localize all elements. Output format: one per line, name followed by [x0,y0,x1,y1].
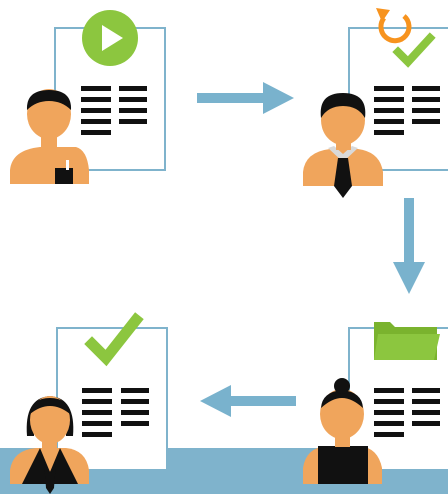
text-lines [82,388,149,437]
refresh-check-icon [376,8,436,68]
left-arrow [200,385,296,417]
step-review [303,8,448,198]
person-man-with-cup [10,89,89,184]
step-start [10,10,166,184]
step-file [303,322,448,484]
cup-icon [55,160,73,184]
person-woman-with-bun [303,378,382,484]
right-arrow [197,82,294,114]
down-arrow [393,198,425,294]
folder-icon [374,322,440,360]
person-woman-in-suit [10,396,89,494]
checkmark-icon [84,312,144,367]
text-lines [374,388,440,437]
text-lines [81,86,147,135]
step-approve [10,312,168,494]
text-lines [374,86,440,135]
play-icon [82,10,138,66]
person-man-with-tie [303,93,383,198]
